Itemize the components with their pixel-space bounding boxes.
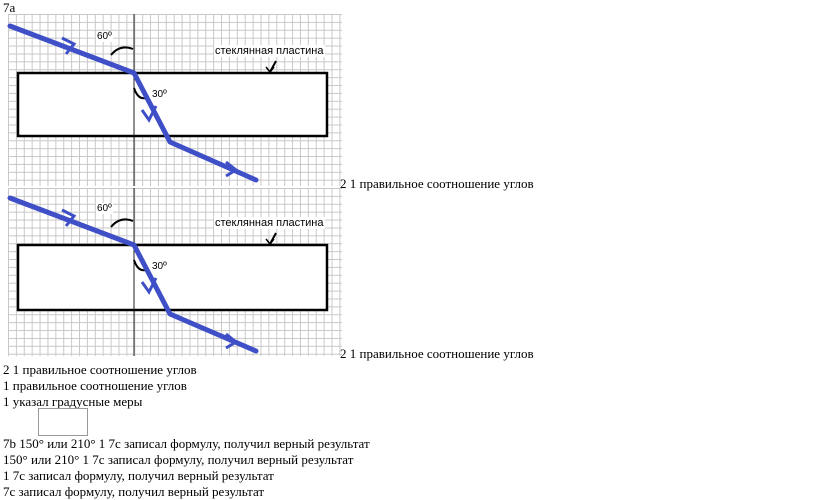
diagram-2-svg <box>7 188 329 356</box>
problem-label: 7a <box>3 0 16 15</box>
angle-arc-60 <box>110 218 134 228</box>
diagram-refraction-2: 60º 30º стеклянная пластина <box>7 188 342 356</box>
answer-line-1: 7b 150° или 210° 1 7c записал формулу, п… <box>3 436 370 451</box>
answer-line-4: 7c записал формулу, получил верный резул… <box>3 484 265 499</box>
pointer-arrow-head <box>265 66 275 74</box>
body-line-1: 2 1 правильное соотношение углов <box>3 362 197 377</box>
angle-label-30: 30º <box>151 89 168 100</box>
arrow-head-2 <box>140 105 158 123</box>
arrow-head-3 <box>225 332 239 350</box>
side-note-2: 2 1 правильное соотношение углов <box>340 346 534 361</box>
pointer-arrow-head <box>265 238 275 246</box>
glass-plate <box>16 243 329 312</box>
light-ray <box>7 195 259 354</box>
side-note-1: 2 1 правильное соотношение углов <box>340 176 534 191</box>
arrow-head-3 <box>225 160 239 178</box>
angle-label-60: 60º <box>96 203 113 214</box>
diagram-1-svg <box>7 14 329 186</box>
body-line-2: 1 правильное соотношение углов <box>3 378 187 393</box>
empty-frame <box>38 408 88 436</box>
answer-line-2: 150° или 210° 1 7c записал формулу, полу… <box>3 452 354 467</box>
body-line-3: 1 указал градусные меры <box>3 394 143 409</box>
angle-arc-60 <box>110 46 134 56</box>
plate-label: стеклянная пластина <box>214 217 325 229</box>
arrow-head-1 <box>61 208 77 227</box>
angle-label-30: 30º <box>151 261 168 272</box>
diagram-refraction-1: 60º 30º стеклянная пластина <box>7 14 342 186</box>
glass-plate <box>16 71 329 138</box>
angle-label-60: 60º <box>96 31 113 42</box>
light-ray <box>7 23 259 183</box>
plate-label: стеклянная пластина <box>214 45 325 57</box>
answer-line-3: 1 7c записал формулу, получил верный рез… <box>3 468 274 483</box>
arrow-head-1 <box>61 36 77 55</box>
arrow-head-2 <box>140 277 158 295</box>
